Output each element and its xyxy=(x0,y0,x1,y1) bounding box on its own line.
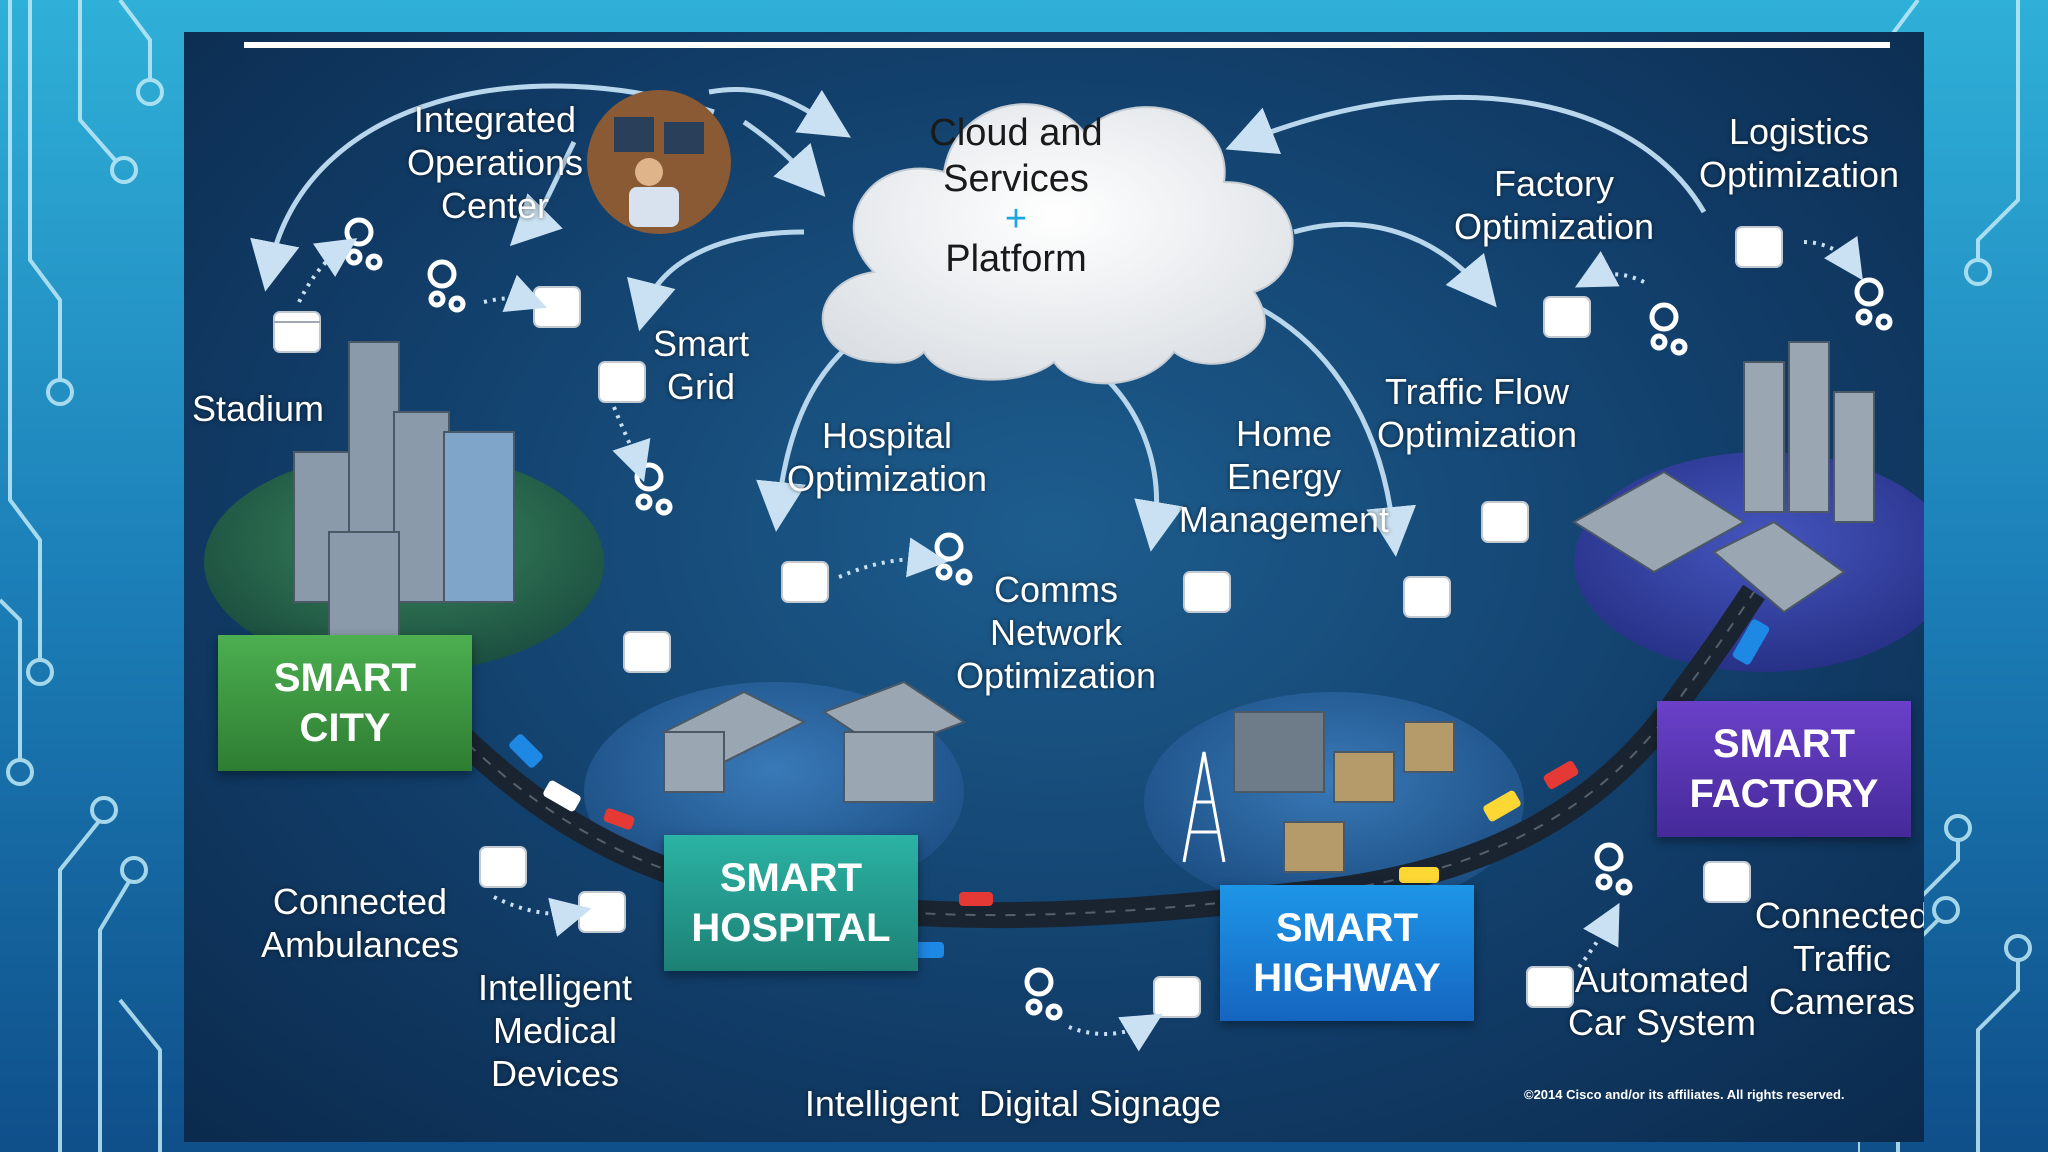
cube xyxy=(623,631,671,673)
circuit-decoration-left xyxy=(0,0,164,1152)
label-home-energy-management: Home Energy Management xyxy=(1178,413,1390,540)
sensor-cluster xyxy=(1024,967,1063,1021)
diagram-panel: Cloud and Services + Platform Integrated… xyxy=(184,32,1924,1142)
cube xyxy=(1526,966,1574,1008)
cube xyxy=(1183,571,1231,613)
cube xyxy=(273,311,321,353)
cube xyxy=(598,361,646,403)
sensor-cluster xyxy=(634,462,673,516)
radio-tower xyxy=(1182,751,1226,863)
dotted-links xyxy=(297,235,1863,1052)
label-comms-network-optimization: Comms Network Optimization xyxy=(955,569,1157,696)
cube xyxy=(781,561,829,603)
cloud-line-1: Cloud and xyxy=(929,112,1103,154)
label-stadium: Stadium xyxy=(191,388,325,429)
sensor-cluster xyxy=(1594,842,1633,896)
hospital-buildings xyxy=(661,680,967,803)
label-factory-optimization: Factory Optimization xyxy=(1453,163,1655,247)
cube xyxy=(1153,976,1201,1018)
copyright-notice: ©2014 Cisco and/or its affiliates. All r… xyxy=(1524,1087,1845,1102)
cloud-line-2: Services xyxy=(943,158,1089,200)
cube xyxy=(533,286,581,328)
cube xyxy=(479,846,527,888)
connection-arrows xyxy=(250,83,1707,557)
cube xyxy=(1481,501,1529,543)
sensor-cluster xyxy=(427,259,466,313)
operations-center-photo xyxy=(587,90,731,234)
cube xyxy=(1735,226,1783,268)
cube xyxy=(1543,296,1591,338)
label-automated-car-system: Automated Car System xyxy=(1567,959,1757,1043)
factory-buildings xyxy=(1572,341,1875,614)
cube xyxy=(1403,576,1451,618)
city-buildings xyxy=(293,341,515,653)
cube xyxy=(1703,861,1751,903)
top-rule xyxy=(244,42,1890,48)
label-hospital-optimization: Hospital Optimization xyxy=(786,415,988,499)
label-integrated-operations-center: Integrated Operations Center xyxy=(406,99,584,226)
label-traffic-flow-optimization: Traffic Flow Optimization xyxy=(1376,371,1578,455)
sensor-cluster xyxy=(344,217,383,271)
iot-diagram xyxy=(204,42,1924,1052)
cube xyxy=(578,891,626,933)
label-intelligent-medical-devices: Intelligent Medical Devices xyxy=(477,967,633,1094)
zone-smart-city: SMART CITY xyxy=(218,635,472,771)
label-logistics-optimization: Logistics Optimization xyxy=(1698,111,1900,195)
sensor-cluster xyxy=(1854,277,1893,331)
cloud-line-3: Platform xyxy=(945,238,1087,280)
vehicles xyxy=(509,619,1770,958)
zone-smart-highway: SMART HIGHWAY xyxy=(1220,885,1474,1021)
label-connected-ambulances: Connected Ambulances xyxy=(260,881,460,965)
label-smart-grid: Smart Grid xyxy=(652,323,750,407)
cloud-shape xyxy=(821,103,1294,385)
label-intelligent-digital-signage: Intelligent Digital Signage xyxy=(804,1083,1222,1124)
cloud-label: Cloud and Services + Platform xyxy=(929,110,1102,282)
zone-smart-hospital: SMART HOSPITAL xyxy=(664,835,918,971)
sensor-cubes xyxy=(273,226,1783,1018)
sensor-cluster xyxy=(1649,302,1688,356)
label-connected-traffic-cameras: Connected Traffic Cameras xyxy=(1754,895,1924,1022)
cloud-plus: + xyxy=(1004,198,1028,240)
zone-smart-factory: SMART FACTORY xyxy=(1657,701,1911,837)
home-buildings xyxy=(1233,711,1455,873)
